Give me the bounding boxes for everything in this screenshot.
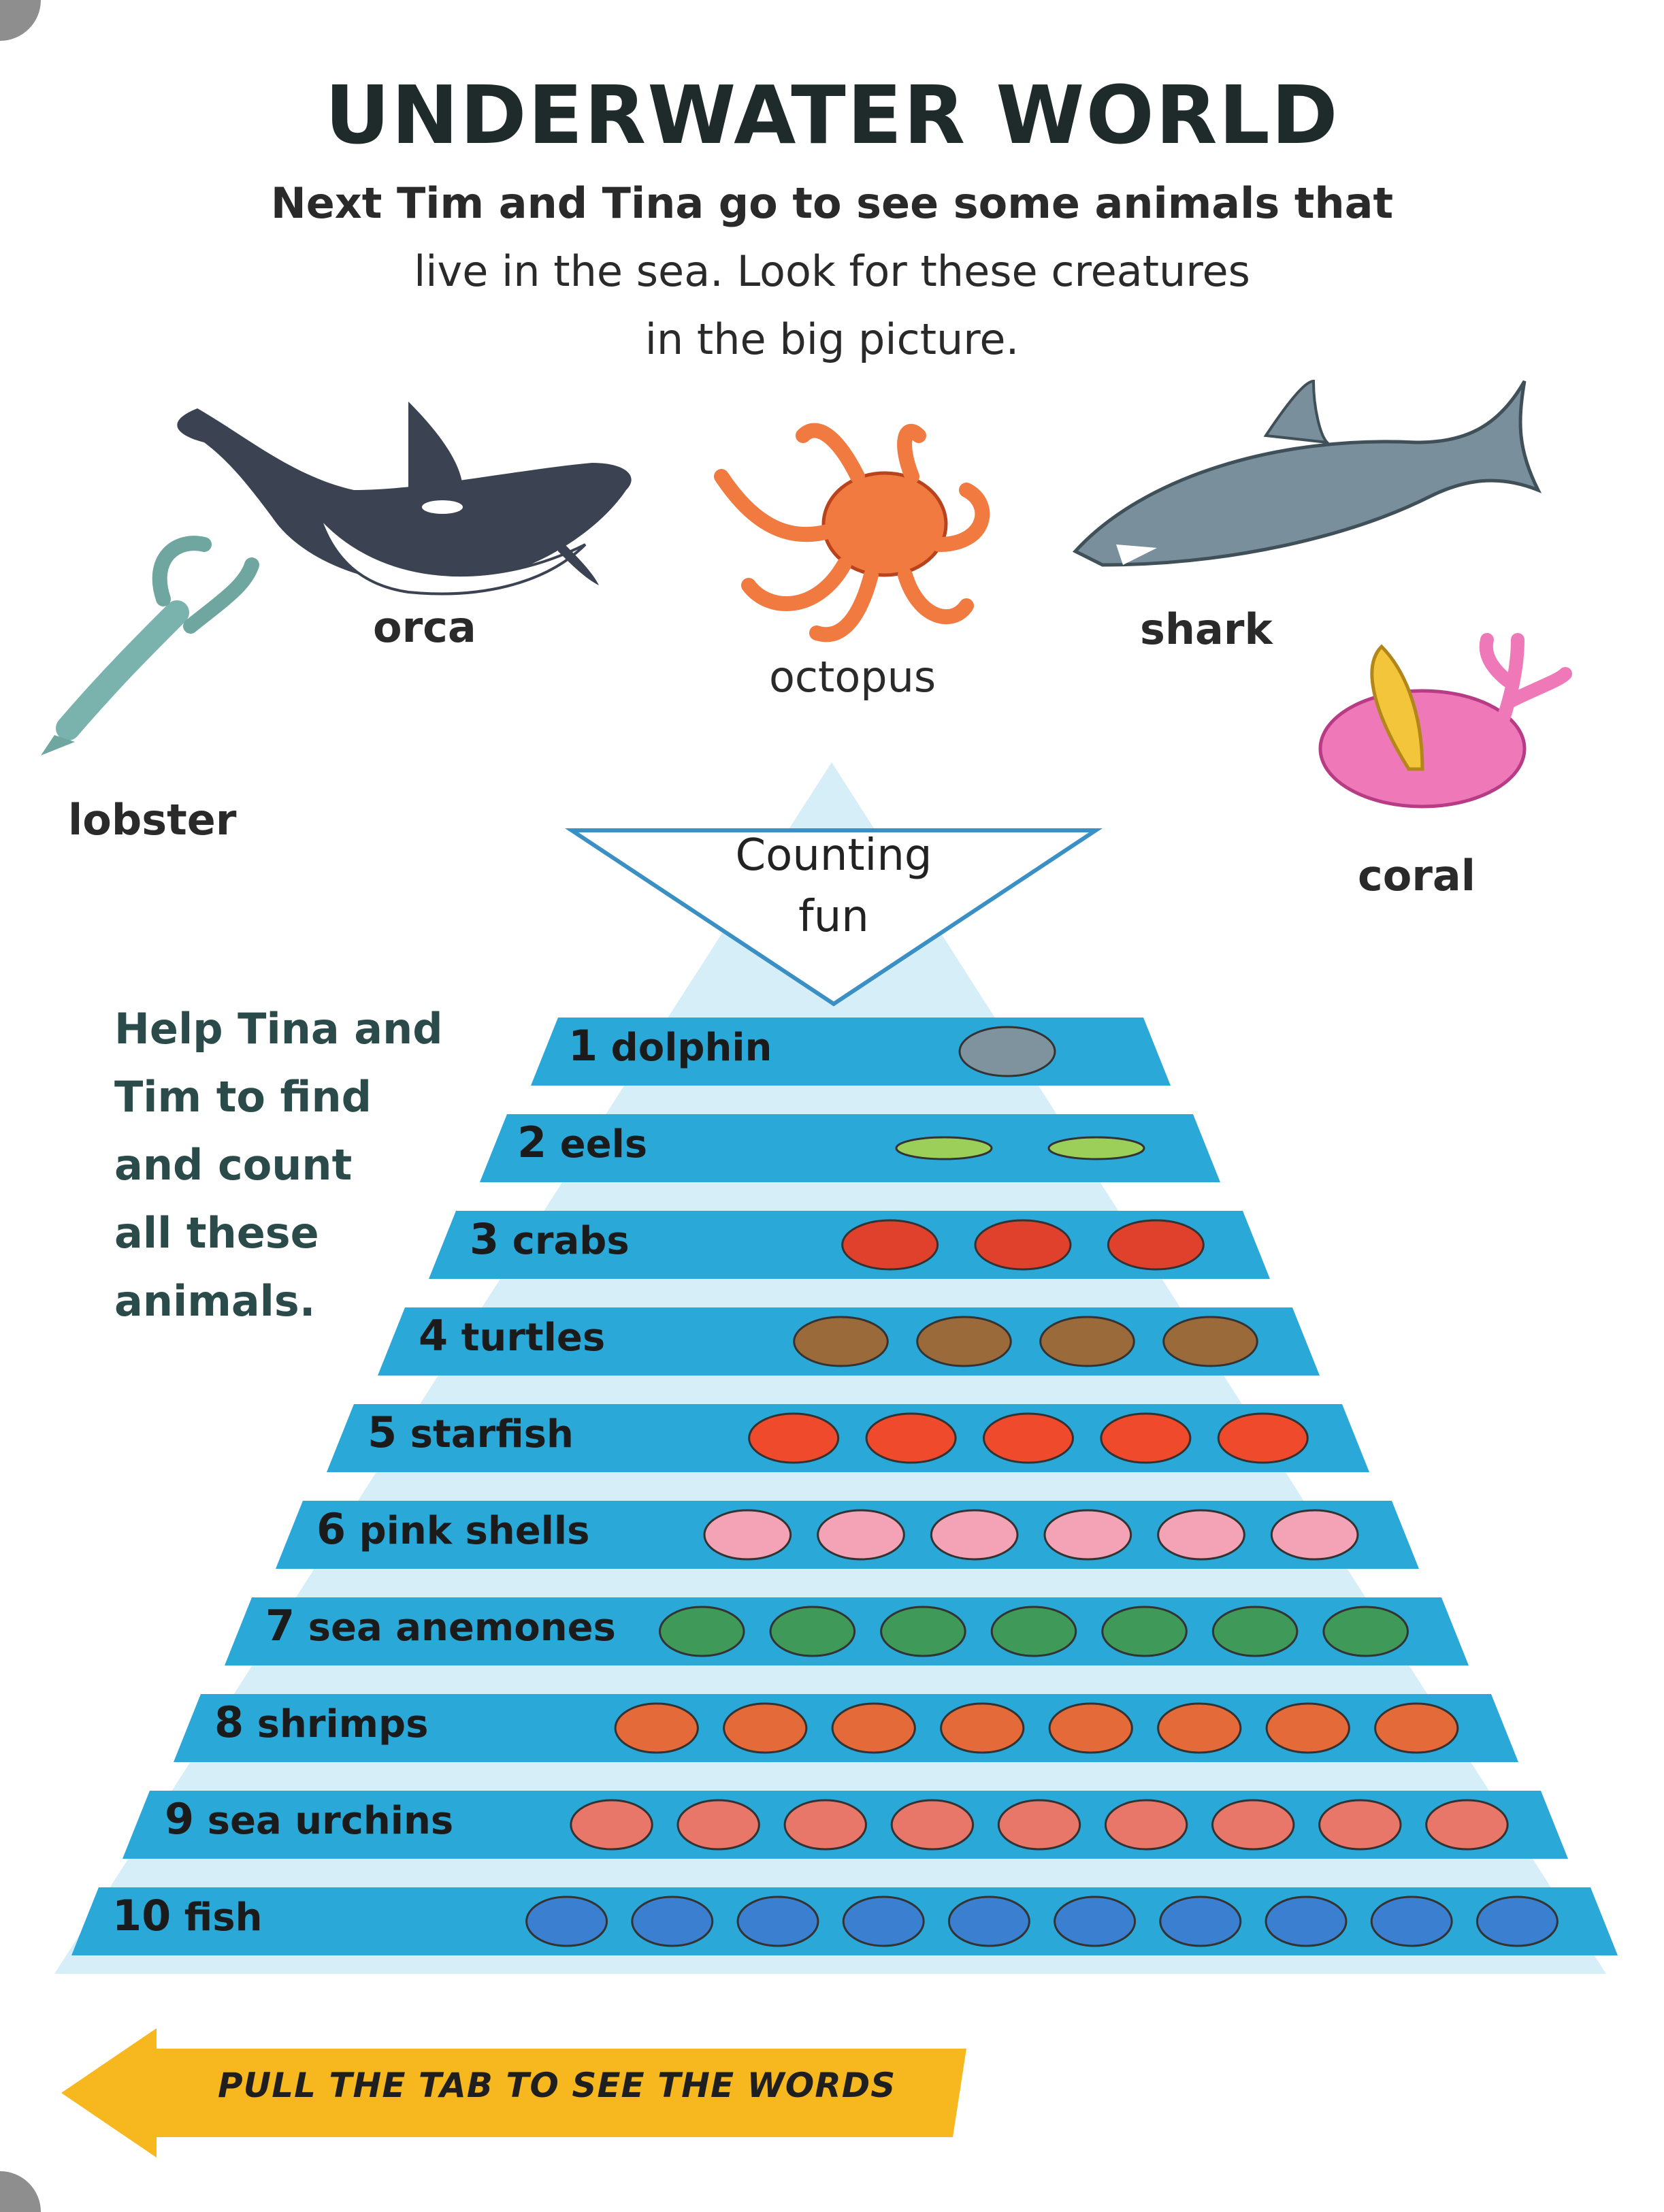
band-5 [327, 1404, 1369, 1472]
animal-7-5 [1101, 1606, 1188, 1657]
band-2 [480, 1114, 1220, 1182]
animal-8-2 [723, 1702, 808, 1754]
animal-10-5 [947, 1896, 1030, 1947]
animal-10-4 [842, 1896, 925, 1947]
animal-8-3 [831, 1702, 916, 1754]
animal-10-6 [1054, 1896, 1137, 1947]
animal-5-4 [1100, 1412, 1192, 1464]
row-label-10: 10 fish [112, 1891, 263, 1940]
animal-6-5 [1157, 1509, 1245, 1561]
animal-9-4 [890, 1799, 975, 1851]
animal-9-8 [1318, 1799, 1402, 1851]
animal-3-3 [1107, 1219, 1205, 1271]
animal-6-3 [930, 1509, 1019, 1561]
animal-8-4 [940, 1702, 1025, 1754]
help-line-1: Help Tina and [114, 1004, 443, 1054]
animal-9-5 [997, 1799, 1081, 1851]
animal-5-5 [1217, 1412, 1309, 1464]
animal-2-2 [1047, 1136, 1145, 1160]
animal-10-2 [631, 1896, 714, 1947]
row-label-4: 4 turtles [419, 1311, 606, 1361]
animal-4-2 [916, 1316, 1012, 1367]
animal-7-7 [1322, 1606, 1409, 1657]
help-line-5: animals. [114, 1276, 316, 1326]
row-label-5: 5 starfish [368, 1408, 574, 1457]
animal-3-2 [974, 1219, 1072, 1271]
animal-10-9 [1370, 1896, 1453, 1947]
animal-2-1 [895, 1136, 993, 1160]
animal-9-7 [1211, 1799, 1295, 1851]
animal-7-2 [769, 1606, 856, 1657]
label-lobster: lobster [68, 795, 237, 845]
animal-6-2 [817, 1509, 905, 1561]
help-line-3: and count [114, 1140, 353, 1190]
orca-picture [177, 402, 632, 596]
intro-line-3: in the big picture. [645, 314, 1019, 364]
intro-line-2: live in the sea. Look for these creature… [414, 246, 1250, 296]
animal-8-7 [1265, 1702, 1350, 1754]
intro-line-1: Next Tim and Tina go to see some animals… [270, 178, 1394, 228]
animal-9-9 [1425, 1799, 1509, 1851]
animal-7-4 [990, 1606, 1077, 1657]
animal-9-3 [783, 1799, 867, 1851]
coral-picture [1318, 633, 1572, 809]
animal-5-1 [748, 1412, 840, 1464]
label-octopus: octopus [769, 652, 936, 702]
animal-6-4 [1043, 1509, 1132, 1561]
label-coral: coral [1358, 851, 1476, 900]
pull-tab-label[interactable]: PULL THE TAB TO SEE THE WORDS [218, 2066, 896, 2105]
animal-10-7 [1159, 1896, 1242, 1947]
shark-picture [1072, 379, 1542, 567]
row-label-3: 3 crabs [470, 1214, 630, 1264]
label-shark: shark [1140, 604, 1273, 654]
animal-3-1 [841, 1219, 939, 1271]
octopus-picture [714, 423, 990, 643]
animal-7-3 [880, 1606, 966, 1657]
row-label-8: 8 shrimps [214, 1697, 429, 1747]
animal-6-6 [1270, 1509, 1359, 1561]
row-label-6: 6 pink shells [316, 1504, 590, 1554]
animal-10-1 [525, 1896, 608, 1947]
label-orca: orca [373, 602, 476, 652]
animal-8-1 [614, 1702, 699, 1754]
animal-9-6 [1104, 1799, 1188, 1851]
animal-4-3 [1039, 1316, 1135, 1367]
animal-10-3 [736, 1896, 819, 1947]
animal-7-6 [1211, 1606, 1299, 1657]
animal-5-2 [865, 1412, 957, 1464]
tab-arrow-shape [61, 2028, 966, 2158]
animal-1-1 [958, 1026, 1056, 1077]
counting-heading-triangle [565, 828, 1103, 1007]
animal-5-3 [982, 1412, 1075, 1464]
animal-10-10 [1475, 1896, 1559, 1947]
animal-4-1 [793, 1316, 889, 1367]
animal-10-8 [1265, 1896, 1348, 1947]
animal-8-8 [1374, 1702, 1459, 1754]
page-title: UNDERWATER WORLD [325, 68, 1339, 162]
row-label-2: 2 eels [517, 1118, 648, 1167]
row-label-7: 7 sea anemones [265, 1601, 616, 1650]
counting-animals [525, 1026, 1559, 1947]
counting-heading-line-1: Counting [735, 830, 932, 881]
animal-6-1 [703, 1509, 792, 1561]
animal-7-1 [659, 1606, 745, 1657]
row-label-9: 9 sea urchins [165, 1794, 454, 1844]
counting-heading-line-2: fun [798, 892, 869, 942]
animal-8-6 [1157, 1702, 1242, 1754]
help-line-2: Tim to find [114, 1072, 372, 1122]
animal-9-2 [676, 1799, 760, 1851]
row-label-1: 1 dolphin [568, 1021, 772, 1071]
animal-8-5 [1048, 1702, 1133, 1754]
help-line-4: all these [114, 1208, 319, 1258]
lobster-picture [41, 536, 259, 755]
animal-4-4 [1162, 1316, 1258, 1367]
animal-9-1 [570, 1799, 653, 1851]
